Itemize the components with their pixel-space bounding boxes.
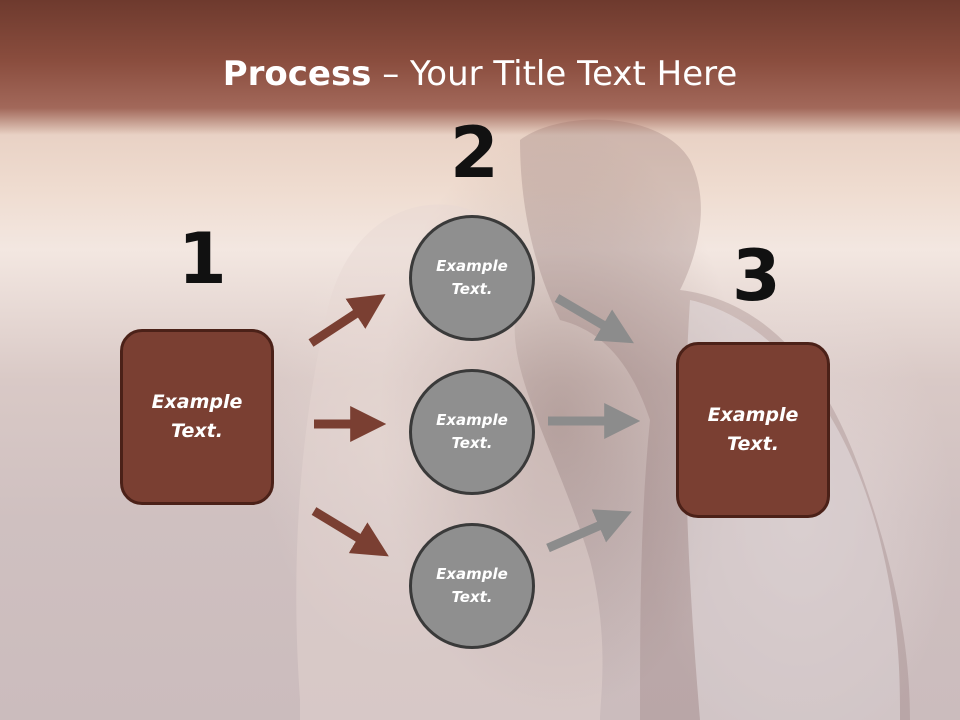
title-bold: Process <box>222 54 372 94</box>
circle-middle-line2: Text. <box>451 434 493 452</box>
circle-bottom-line1: Example <box>436 565 508 583</box>
step-number-1: 1 <box>178 218 227 300</box>
circle-bottom: Example Text. <box>409 523 535 649</box>
step-number-3: 3 <box>732 235 781 317</box>
slide-title: Process – Your Title Text Here <box>0 52 960 96</box>
arrow-left-to-circle-bottom <box>311 507 389 557</box>
right-box-line2: Text. <box>727 433 779 455</box>
arrow-circle-top-to-right <box>554 294 634 344</box>
circle-top-line2: Text. <box>451 280 493 298</box>
step-number-2: 2 <box>450 112 499 194</box>
circle-bottom-line2: Text. <box>451 588 493 606</box>
left-box-line1: Example <box>151 391 243 413</box>
title-rest: – Your Title Text Here <box>371 54 738 94</box>
arrow-left-to-circle-top <box>308 294 386 347</box>
right-box-line1: Example <box>707 404 799 426</box>
left-example-box: Example Text. <box>120 329 274 505</box>
header-band <box>0 0 960 135</box>
circle-middle: Example Text. <box>409 369 535 495</box>
circle-middle-line1: Example <box>436 411 508 429</box>
right-example-box: Example Text. <box>676 342 830 518</box>
circle-top: Example Text. <box>409 215 535 341</box>
circle-top-line1: Example <box>436 257 508 275</box>
arrow-circle-bottom-to-right <box>546 509 632 553</box>
left-box-line2: Text. <box>171 420 223 442</box>
